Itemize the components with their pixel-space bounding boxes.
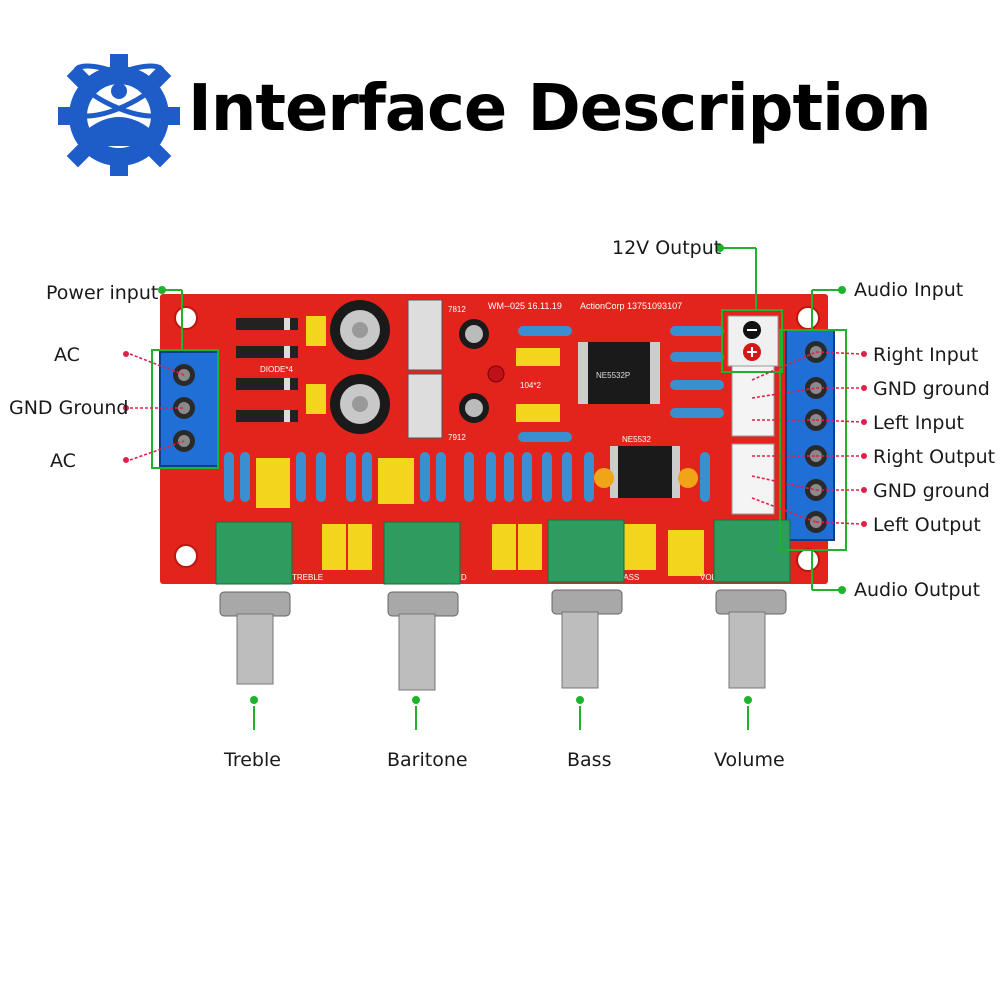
power-input-label: Power input bbox=[46, 282, 159, 304]
silk-maker: ActionCorp 13751093107 bbox=[580, 301, 682, 311]
mount-hole bbox=[796, 548, 820, 572]
silk-reg-2: 7912 bbox=[448, 433, 466, 442]
pot-baritone bbox=[383, 521, 461, 691]
12v-output-label: 12V Output bbox=[612, 237, 722, 259]
silk-cap: 104*2 bbox=[520, 381, 541, 390]
voltage-regulators bbox=[407, 299, 443, 439]
silk-chip-2: NE5532 bbox=[622, 435, 651, 444]
right-output-label: Right Output bbox=[873, 446, 996, 468]
mount-hole bbox=[174, 544, 198, 568]
pot-volume bbox=[713, 519, 791, 689]
silk-diode: DIODE*4 bbox=[260, 365, 293, 374]
silk-vol: VOL bbox=[700, 573, 717, 582]
ac-bottom-label: AC bbox=[50, 450, 76, 472]
silk-chip-1: NE5532P bbox=[596, 371, 630, 380]
power-terminal-block bbox=[159, 351, 219, 467]
pot-treble bbox=[215, 521, 293, 685]
pot-bass bbox=[547, 519, 625, 689]
mount-hole bbox=[796, 306, 820, 330]
silk-treble: TREBLE bbox=[292, 573, 323, 582]
audio-output-label: Audio Output bbox=[854, 579, 981, 601]
op-amp-chip-1 bbox=[578, 342, 660, 404]
silk-bass: BASS bbox=[618, 573, 639, 582]
audio-terminal-block bbox=[785, 329, 835, 541]
treble-label: Treble bbox=[224, 749, 281, 771]
atom-gear-logo-icon bbox=[58, 54, 180, 176]
audio-input-label: Audio Input bbox=[854, 279, 964, 301]
left-input-label: Left Input bbox=[873, 412, 964, 434]
gnd-ground-left-label: GND Ground bbox=[9, 397, 129, 419]
led-indicator bbox=[487, 365, 505, 383]
diode-group bbox=[236, 318, 298, 422]
ac-top-label: AC bbox=[54, 344, 80, 366]
vertical-resistors bbox=[224, 452, 710, 502]
film-capacitors bbox=[256, 458, 704, 576]
power-terminal-outline bbox=[151, 349, 219, 469]
silk-reg-1: 7812 bbox=[448, 305, 466, 314]
dc-output-outline bbox=[721, 309, 783, 373]
volume-label: Volume bbox=[714, 749, 785, 771]
left-output-label: Left Output bbox=[873, 514, 981, 536]
baritone-label: Baritone bbox=[387, 749, 468, 771]
gnd-ground-input-label: GND ground bbox=[873, 378, 990, 400]
page-title: Interface Description bbox=[188, 72, 932, 146]
op-amp-chip-2 bbox=[610, 446, 680, 498]
resistor-row bbox=[518, 326, 724, 442]
silk-board-id: WM--025 16.11.19 bbox=[488, 301, 562, 311]
gnd-ground-output-label: GND ground bbox=[873, 480, 990, 502]
electrolytic-capacitors bbox=[330, 300, 390, 434]
bass-label: Bass bbox=[567, 749, 612, 771]
mount-hole bbox=[174, 306, 198, 330]
right-input-label: Right Input bbox=[873, 344, 979, 366]
pcb-board bbox=[160, 294, 828, 584]
